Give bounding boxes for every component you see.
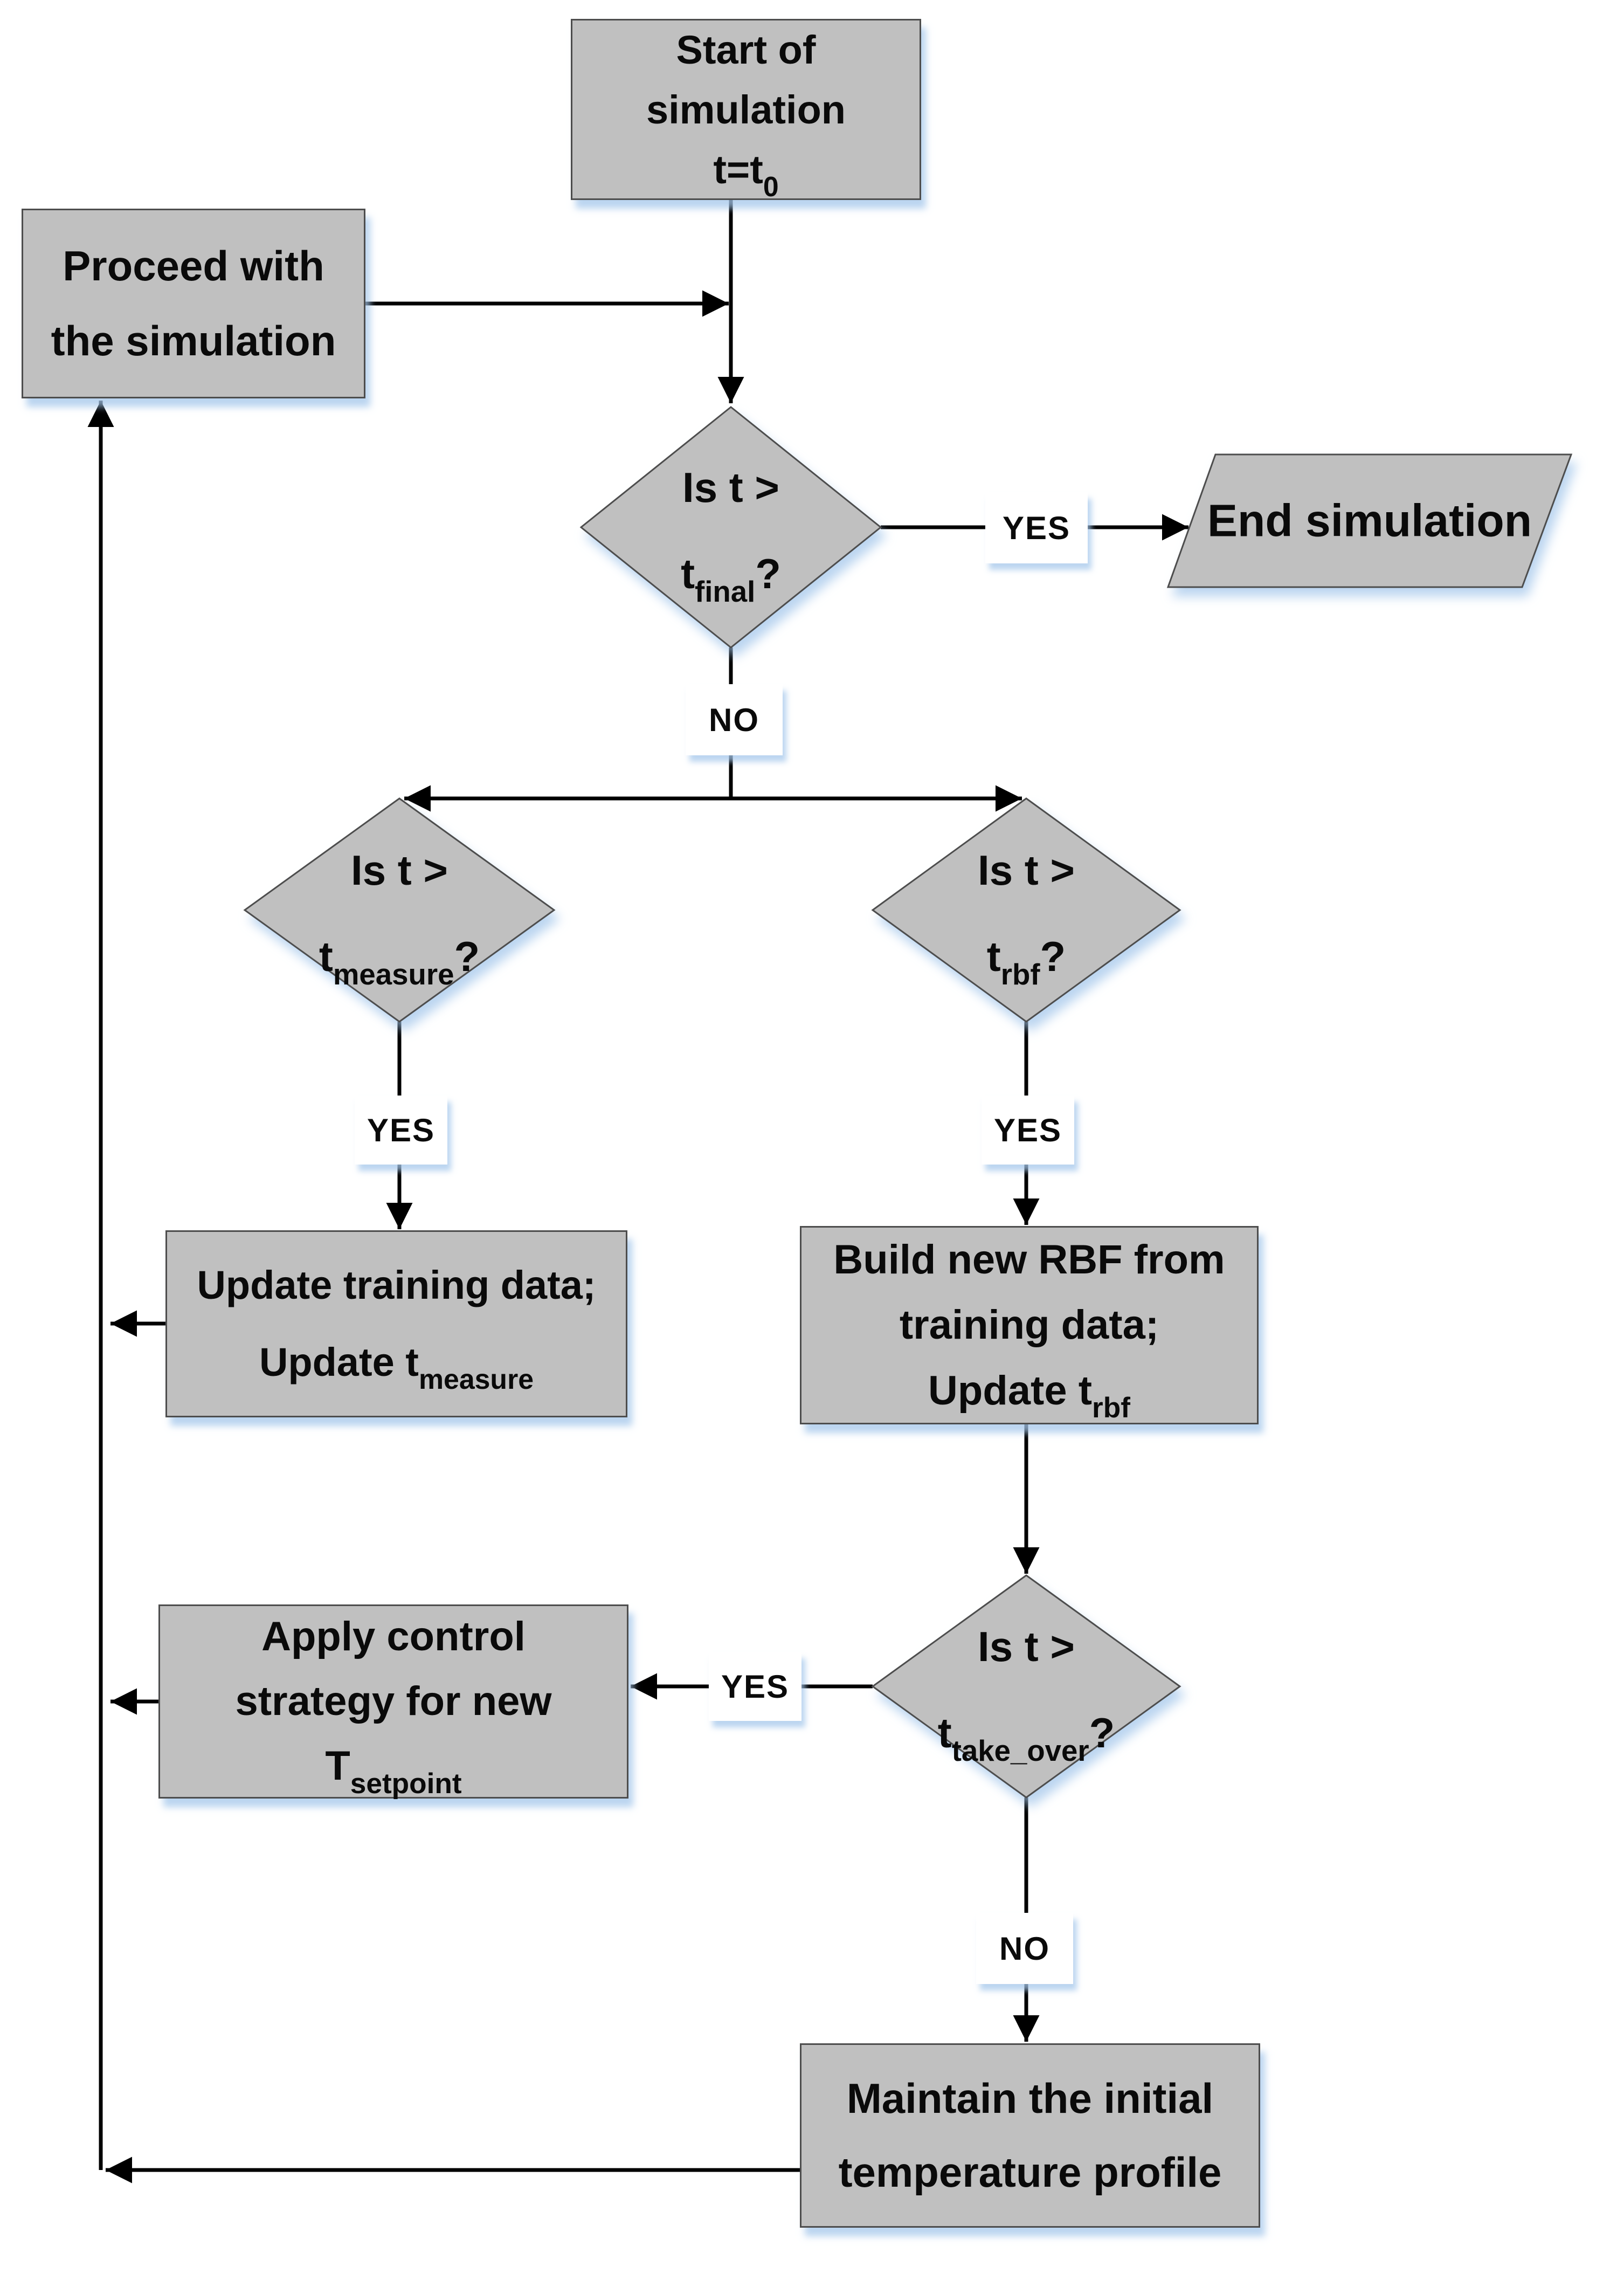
node-proceed-with-simulation: Proceed with the simulation	[22, 209, 365, 398]
subscript: take_over	[951, 1734, 1089, 1768]
label-yes-measure: YES	[355, 1096, 447, 1165]
node-text-line: tfinal?	[681, 550, 781, 609]
node-text-line: Apply control	[261, 1613, 526, 1659]
node-build-new-rbf: Build new RBF from training data; Update…	[800, 1226, 1259, 1424]
diamond-is-t-takeover	[871, 1574, 1181, 1799]
label-yes-takeover: YES	[709, 1652, 801, 1721]
node-text-line: Is t >	[978, 1623, 1075, 1671]
node-text-line: t=t0	[713, 147, 779, 202]
node-text-line: Start of	[676, 27, 816, 72]
node-text-line: Proceed with	[63, 242, 324, 290]
subscript: setpoint	[350, 1767, 462, 1800]
node-text-line: tmeasure?	[319, 933, 480, 991]
label-no-final: NO	[686, 684, 783, 755]
node-text-line: the simulation	[51, 317, 336, 364]
diamond-text-is-t-takeover: Is t > ttake_over?	[938, 1604, 1115, 1776]
node-text-line: ttake_over?	[937, 1709, 1115, 1768]
diamond-is-t-final	[579, 406, 882, 649]
subscript: final	[695, 575, 756, 609]
subscript: 0	[763, 170, 779, 202]
node-text-line: Maintain the initial	[846, 2074, 1214, 2122]
diamond-text-is-t-final: Is t > tfinal?	[681, 445, 781, 617]
label-yes-final: YES	[985, 492, 1088, 563]
node-text-line: Build new RBF from	[833, 1236, 1225, 1283]
diamond-is-t-rbf	[871, 797, 1181, 1023]
diamond-text-is-t-rbf: Is t > trbf?	[978, 828, 1075, 1000]
node-start-of-simulation: Start of simulation t=t0	[571, 19, 921, 200]
node-text-line: Update trbf	[928, 1367, 1130, 1424]
diamond-text-is-t-measure: Is t > tmeasure?	[319, 828, 480, 1000]
subscript: measure	[333, 958, 454, 991]
node-text-line: temperature profile	[838, 2148, 1222, 2196]
node-text-line: Update tmeasure	[259, 1339, 534, 1395]
node-text-line: End simulation	[1207, 495, 1532, 546]
node-text-line: training data;	[899, 1302, 1159, 1348]
subscript: rbf	[1092, 1392, 1130, 1424]
label-no-takeover: NO	[976, 1913, 1073, 1984]
node-text-line: simulation	[646, 87, 846, 132]
node-text-line: trbf?	[986, 933, 1066, 991]
node-text-line: Is t >	[978, 846, 1075, 894]
node-text-line: Update training data;	[197, 1263, 596, 1308]
subscript: rbf	[1000, 958, 1040, 991]
node-update-training-data: Update training data; Update tmeasure	[165, 1230, 627, 1417]
diamond-is-t-measure	[243, 797, 556, 1023]
node-maintain-initial-profile: Maintain the initial temperature profile	[800, 2043, 1260, 2228]
node-text-line: Is t >	[351, 846, 448, 894]
parallelogram-end-simulation	[1166, 453, 1573, 588]
node-end-simulation-text: End simulation	[1207, 494, 1532, 548]
node-text-line: strategy for new	[235, 1678, 552, 1724]
node-apply-control-strategy: Apply control strategy for new Tsetpoint	[158, 1604, 628, 1799]
node-text-line: Tsetpoint	[325, 1743, 462, 1800]
node-text-line: Is t >	[682, 464, 779, 512]
subscript: measure	[418, 1363, 534, 1395]
label-yes-rbf: YES	[982, 1096, 1074, 1165]
